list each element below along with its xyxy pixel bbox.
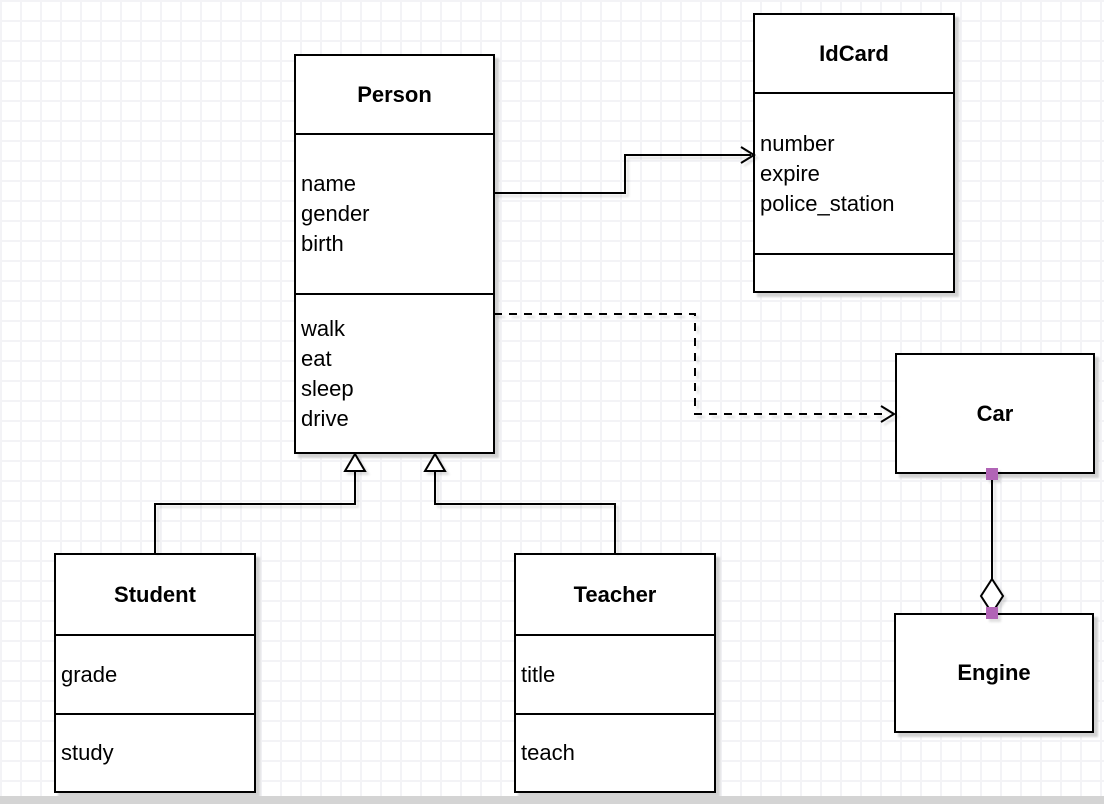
- attributes-compartment: name gender birth: [296, 133, 493, 293]
- method: teach: [521, 740, 575, 765]
- attribute: gender: [301, 201, 370, 226]
- attribute: police_station: [760, 190, 895, 216]
- attributes-compartment: grade: [56, 634, 254, 713]
- connector-dependency-person-car[interactable]: [494, 313, 896, 423]
- methods-compartment: study: [56, 713, 254, 791]
- method: walk: [301, 315, 346, 341]
- attribute: number: [760, 130, 835, 156]
- hollow-triangle-arrowhead-icon: [343, 452, 367, 472]
- attribute: title: [521, 661, 556, 687]
- attribute: birth: [301, 231, 344, 256]
- class-title: Car: [976, 400, 1014, 426]
- class-title: Engine: [957, 660, 1031, 685]
- class-title: IdCard: [819, 40, 889, 66]
- class-box-student[interactable]: Student grade study: [54, 553, 256, 793]
- methods-compartment: walk eat sleep drive: [296, 293, 493, 452]
- attribute: name: [301, 171, 357, 196]
- class-title: Teacher: [573, 581, 657, 607]
- attribute: grade: [61, 661, 118, 687]
- generalization-line[interactable]: [434, 471, 616, 553]
- class-box-person[interactable]: Person name gender birth walk eat sleep …: [294, 54, 495, 454]
- dependency-line[interactable]: [494, 313, 889, 415]
- connector-generalization-student-person[interactable]: [154, 452, 367, 553]
- association-line[interactable]: [494, 154, 751, 194]
- method: eat: [301, 345, 332, 371]
- attributes-compartment: number expire police_station: [755, 92, 953, 253]
- class-box-engine[interactable]: Engine: [894, 613, 1094, 733]
- open-arrowhead-icon: [740, 146, 756, 164]
- connector-generalization-teacher-person[interactable]: [423, 452, 616, 553]
- connector-aggregation-car-engine[interactable]: [979, 468, 1005, 619]
- methods-compartment: teach: [516, 713, 714, 791]
- method: drive: [301, 405, 349, 431]
- page-edge-shadow: [0, 796, 1104, 804]
- method: study: [61, 740, 114, 765]
- attributes-compartment: title: [516, 634, 714, 713]
- class-title: Student: [114, 581, 196, 607]
- class-title: Person: [357, 81, 432, 107]
- open-arrowhead-icon: [880, 405, 896, 423]
- connector-association-person-idcard[interactable]: [494, 146, 756, 194]
- attribute: expire: [760, 160, 820, 186]
- generalization-line[interactable]: [154, 471, 356, 553]
- class-box-teacher[interactable]: Teacher title teach: [514, 553, 716, 793]
- hollow-triangle-arrowhead-icon: [423, 452, 447, 472]
- connection-point-marker[interactable]: [986, 607, 998, 619]
- method: sleep: [301, 375, 354, 401]
- class-box-car[interactable]: Car: [895, 353, 1095, 474]
- methods-compartment-empty: [755, 253, 953, 291]
- connection-point-marker[interactable]: [986, 468, 998, 480]
- class-box-idcard[interactable]: IdCard number expire police_station: [753, 13, 955, 293]
